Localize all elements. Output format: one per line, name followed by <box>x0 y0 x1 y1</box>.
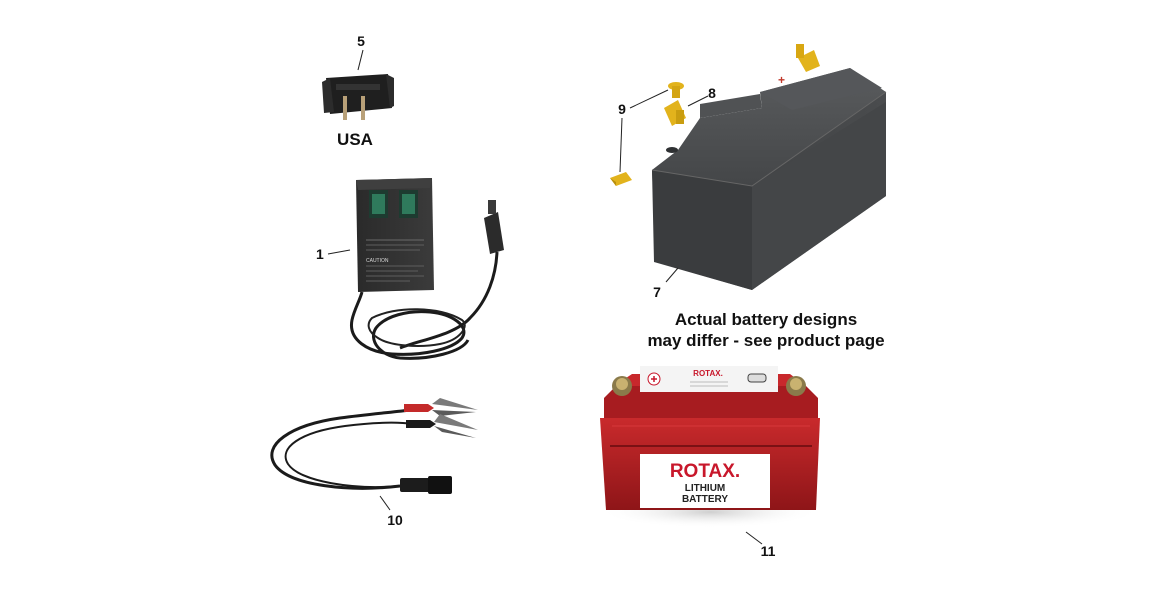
leader-line-5 <box>357 49 364 71</box>
callout-number-5: 5 <box>357 33 365 49</box>
callout-number-10: 10 <box>387 512 403 528</box>
plug-prong-left <box>343 96 347 120</box>
battery-note-line2: may differ - see product page <box>647 331 884 350</box>
callout-number-1: 1 <box>316 246 324 262</box>
lithium-front-label <box>640 454 770 508</box>
lithium-line2: BATTERY <box>682 494 728 505</box>
black-clip-jaw <box>434 414 478 430</box>
leader-line-7 <box>665 267 679 283</box>
callout-number-7: 7 <box>653 284 661 300</box>
lithium-top-brand: ROTAX. <box>693 369 723 378</box>
charger-label-text: CAUTION <box>366 239 424 282</box>
battery-note-line1: Actual battery designs <box>675 310 857 329</box>
clip-cable <box>270 398 478 494</box>
red-clip-boot <box>404 404 434 412</box>
leader-line-1 <box>327 249 351 255</box>
callout-number-11: 11 <box>761 543 776 559</box>
plus-mark: + <box>778 73 785 87</box>
plug-adapter <box>322 74 394 120</box>
lithium-brand: ROTAX. <box>670 461 740 482</box>
barrel-connector <box>400 478 430 492</box>
plug-prong-right <box>361 96 365 120</box>
leader-line-11 <box>745 531 763 545</box>
charger-caution-text: CAUTION <box>366 258 389 264</box>
leader-line-9a <box>629 89 669 109</box>
lithium-terminal-right <box>786 376 806 396</box>
terminal-connector <box>664 100 686 126</box>
lithium-line1: LITHIUM <box>685 483 726 494</box>
leader-line-10 <box>379 495 391 511</box>
lithium-terminal-left <box>612 376 632 396</box>
battery-standard: + <box>651 44 887 290</box>
usa-label: USA <box>337 130 373 149</box>
callout-number-8: 8 <box>708 85 716 101</box>
battery-lithium: ROTAX. LITHIUM BATTERY ROTAX. <box>600 366 820 528</box>
leader-line-8 <box>687 95 709 107</box>
black-clip-boot <box>406 420 436 428</box>
red-clip-jaw <box>432 398 478 410</box>
leader-line-9b <box>619 117 623 173</box>
charger: CAUTION <box>350 178 504 360</box>
callout-number-9: 9 <box>618 101 626 117</box>
screw-and-nut <box>610 82 684 186</box>
